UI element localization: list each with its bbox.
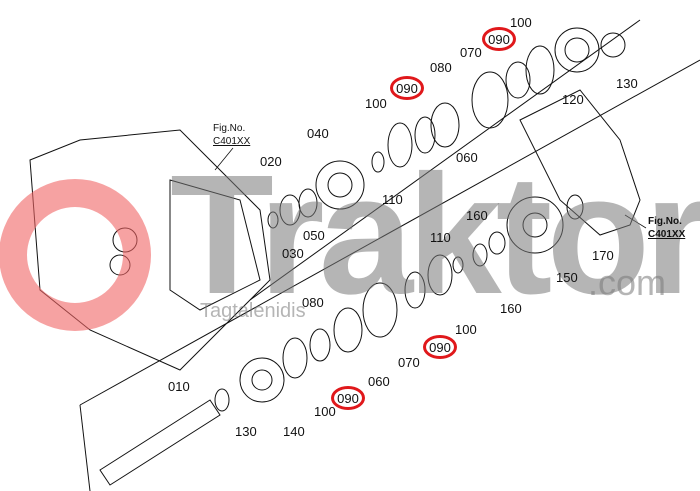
part-label: 100 [365, 96, 387, 111]
highlighted-part-label[interactable]: 090 [331, 386, 365, 410]
part-label: 020 [260, 154, 282, 169]
part-label: 140 [283, 424, 305, 439]
highlighted-part-label[interactable]: 090 [482, 27, 516, 51]
snap-ring-090b [414, 116, 436, 154]
bearing-130 [600, 32, 626, 58]
part-label: 130 [616, 76, 638, 91]
frame-line [79, 404, 91, 491]
hub-060b [333, 307, 363, 353]
needle-bearing-160 [488, 231, 506, 255]
axis-line-lower [79, 59, 700, 406]
figure-ref-code: C401XX [648, 229, 686, 240]
sleeve-070b [362, 282, 398, 338]
collar-110 [371, 151, 385, 173]
snap-ring-090d [309, 328, 331, 362]
part-label: 100 [455, 322, 477, 337]
part-label: 160 [500, 301, 522, 316]
gear-140 [239, 357, 285, 403]
figure-ref-right[interactable]: Fig.No. C401XX [648, 215, 685, 241]
part-label: 080 [430, 60, 452, 75]
part-label: 130 [235, 424, 257, 439]
part-label: 150 [556, 270, 578, 285]
part-label: 110 [430, 230, 451, 245]
watermark-brand: Traktor [170, 140, 700, 330]
main-shaft-010 [99, 399, 221, 486]
part-label: 100 [510, 15, 532, 30]
logo-watermark [0, 179, 151, 331]
part-label: 100 [314, 404, 336, 419]
highlighted-part-label[interactable]: 090 [423, 335, 457, 359]
ring-100d [282, 337, 308, 379]
part-label: 120 [562, 92, 584, 107]
gear-150 [506, 196, 564, 254]
part-label: 170 [592, 248, 614, 263]
figure-ref-left[interactable]: Fig.No. C401XX [213, 122, 250, 148]
part-label: 030 [282, 246, 304, 261]
washer-030 [267, 211, 279, 229]
sleeve-070 [471, 71, 509, 129]
figure-ref-title: Fig.No. [648, 216, 682, 227]
ring-100 [525, 45, 555, 95]
part-label: 160 [466, 208, 488, 223]
watermark-domain: .com [588, 262, 667, 303]
snap-ring-090 [505, 61, 531, 99]
axis-line-upper [249, 19, 641, 301]
hub-060 [430, 102, 460, 148]
bearing-170 [566, 194, 584, 220]
part-label: 070 [460, 45, 482, 60]
highlighted-part-label[interactable]: 090 [390, 76, 424, 100]
part-label: 010 [168, 379, 190, 394]
part-label: 080 [302, 295, 324, 310]
gear-120 [554, 27, 600, 73]
ring-100b [387, 122, 413, 168]
watermark-sub: Tagtalenidis [200, 300, 306, 322]
part-label: 040 [307, 126, 329, 141]
gear-040 [315, 160, 365, 210]
part-label: 110 [382, 192, 403, 207]
part-label: 050 [303, 228, 325, 243]
figure-ref-title: Fig.No. [213, 123, 246, 134]
bearing-130b [214, 388, 230, 412]
figure-ref-code: C401XX [213, 136, 251, 147]
collar-110b [452, 256, 464, 274]
part-label: 060 [368, 374, 390, 389]
ring-100c [427, 254, 453, 296]
snap-ring-090c [404, 271, 426, 309]
part-label: 070 [398, 355, 420, 370]
bearing-020 [279, 194, 301, 226]
part-label: 060 [456, 150, 478, 165]
